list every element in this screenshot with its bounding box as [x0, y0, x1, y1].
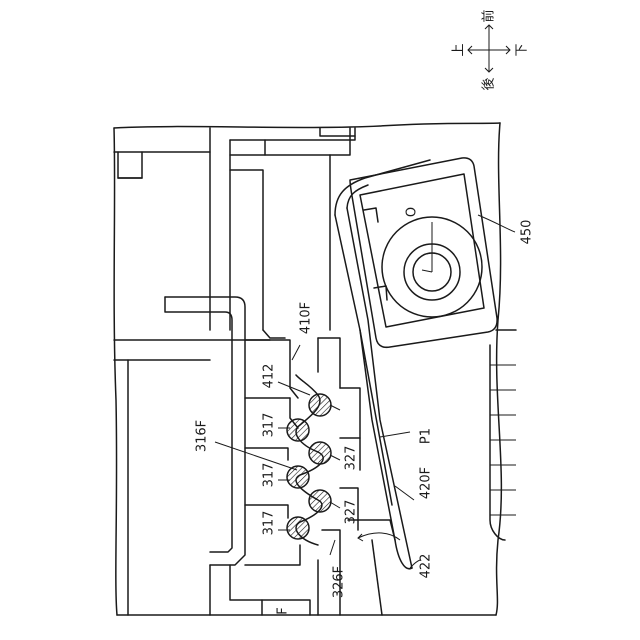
label-F: F — [276, 607, 291, 614]
label-O: O — [405, 207, 420, 217]
compass-down-label: 下 — [515, 43, 530, 56]
label-317-top: 317 — [262, 413, 277, 438]
compass-up-label: 上 — [452, 43, 467, 56]
upper-housing — [114, 128, 355, 615]
label-P1: P1 — [419, 428, 434, 444]
roller-3 — [309, 442, 331, 464]
leader-lines — [215, 215, 515, 568]
direction-compass: 上 下 前 後 — [452, 9, 530, 90]
label-326F: 326F — [332, 566, 347, 598]
roller-2 — [287, 419, 309, 441]
label-317-middle: 317 — [262, 463, 277, 488]
label-327-bottom: 327 — [344, 500, 359, 525]
roller-1 — [309, 394, 331, 416]
label-316F: 316F — [195, 420, 210, 452]
label-317-bottom: 317 — [262, 511, 277, 536]
roller-6 — [287, 517, 309, 539]
roller-4 — [287, 466, 309, 488]
label-412: 412 — [262, 364, 277, 389]
roller-5 — [309, 490, 331, 512]
label-450: 450 — [520, 220, 535, 245]
knob-housing-450 — [350, 158, 497, 347]
label-420F: 420F — [419, 467, 434, 499]
label-410F: 410F — [299, 302, 314, 334]
compass-back-label: 後 — [482, 77, 497, 90]
label-327-top: 327 — [344, 446, 359, 471]
label-422: 422 — [419, 554, 434, 579]
compass-front-label: 前 — [481, 9, 497, 22]
